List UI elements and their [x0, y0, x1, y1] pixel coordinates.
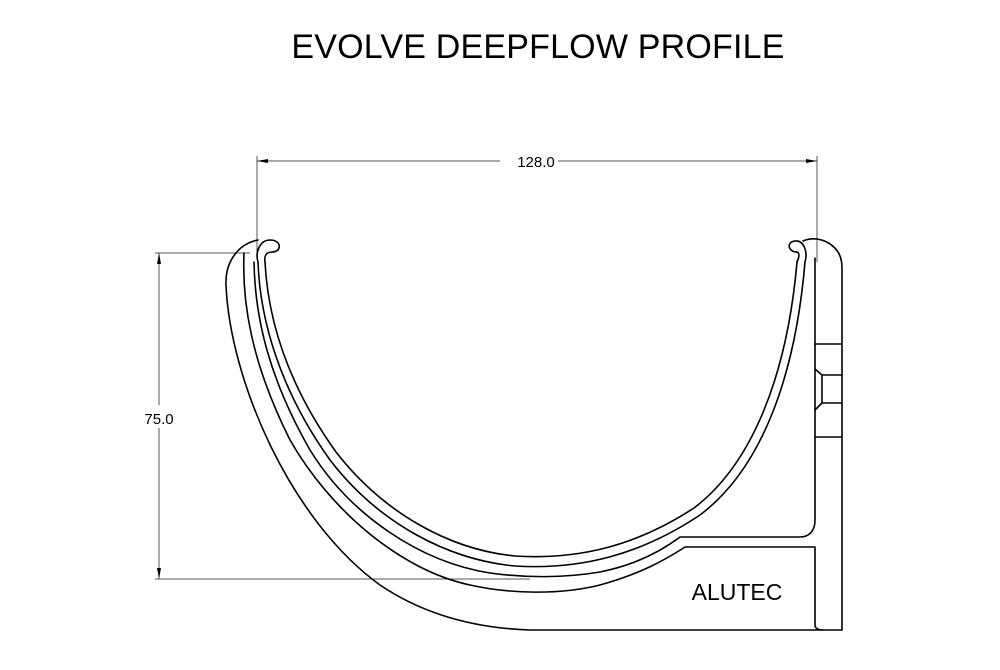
- drawing-title: EVOLVE DEEPFLOW PROFILE: [291, 28, 785, 66]
- width-dimension-label: 128.0: [517, 154, 555, 171]
- slot-recess: [814, 368, 823, 411]
- outer-shell-curve: [225, 239, 843, 631]
- liner-right-bead: [788, 240, 807, 263]
- arrowhead-right-icon: [806, 159, 817, 163]
- arrowhead-left-icon: [257, 159, 268, 163]
- brand-label: ALUTEC: [692, 579, 783, 605]
- arrowhead-down-icon: [157, 568, 161, 579]
- liner-left-bead: [256, 239, 281, 263]
- height-dimension-label: 75.0: [144, 411, 173, 428]
- height-dimension: [155, 252, 530, 580]
- liner-outer-line: [257, 261, 806, 568]
- width-dimension: [256, 156, 818, 262]
- outer-wall-inner-line: [242, 252, 823, 631]
- back-wall-top-curve: [802, 238, 843, 631]
- arrowhead-up-icon: [157, 253, 161, 264]
- liner-inner-line: [264, 261, 798, 558]
- channel-outer-line: [253, 261, 816, 578]
- gutter-profile: [225, 238, 843, 631]
